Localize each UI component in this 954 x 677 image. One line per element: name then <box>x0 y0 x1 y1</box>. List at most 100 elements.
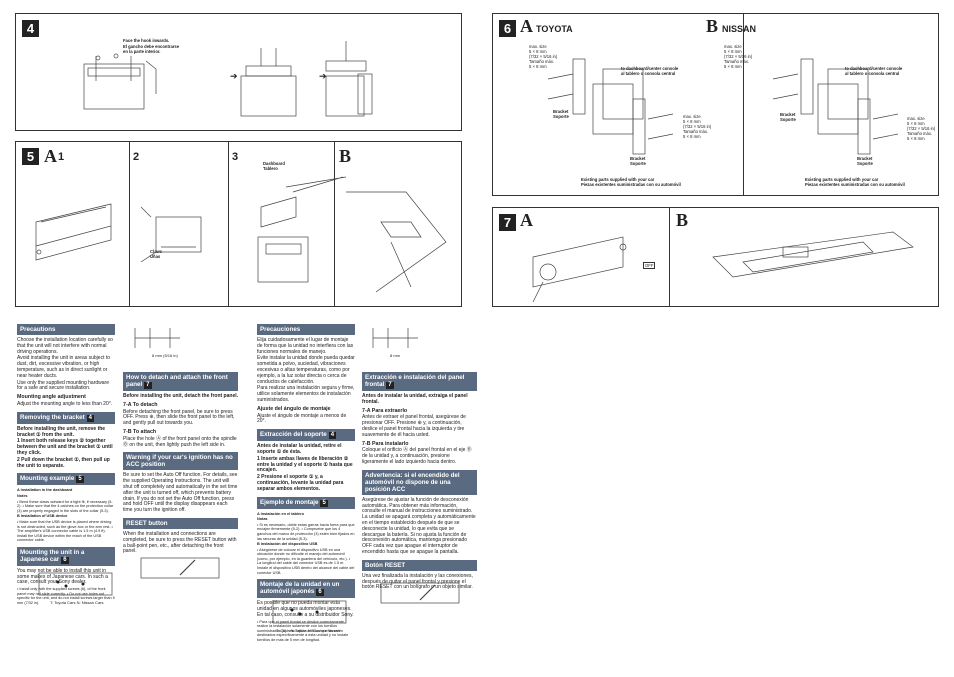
arrow-2: ➔ <box>319 71 327 81</box>
step4-number: 4 <box>22 20 39 37</box>
install-dash-notes-es: • Si es necesario, doble estas garras ha… <box>257 522 355 541</box>
nissan-bracket2-es: Soporte <box>857 161 873 166</box>
japanese-notes: • Install only with the supplied screws … <box>17 587 115 606</box>
dashboard-label: Dashboard <box>263 161 285 166</box>
acc-header: Warning if your car's ignition has no AC… <box>123 452 238 471</box>
spanish-column-1: Precauciones Elija cuidadosamente el lug… <box>257 320 355 644</box>
step6-a-letter: A <box>520 16 533 36</box>
detach-text: Before detaching the front panel, be sur… <box>123 408 235 427</box>
attach-text: Place the hole Ⓐ of the front panel onto… <box>123 435 237 448</box>
cars-legend-en: T: Toyota Cars N: Nissan Cars <box>50 600 104 605</box>
bracket-removal-illustration <box>83 41 373 117</box>
dim-small-en: 8 mm (5/16 in) <box>152 353 178 358</box>
step5-sub2: 2 <box>133 151 140 163</box>
reset-header-es: Botón RESET <box>362 559 477 571</box>
removing-step-es: 1 Inserte ambas llaves de liberación ② e… <box>257 455 353 474</box>
reset-text: When the installation and connections ar… <box>123 530 237 555</box>
hook-note-en: Face the hook inwards. <box>123 38 170 43</box>
nissan-existing-es: Piezas existentes suministradas con su a… <box>805 182 905 187</box>
spanish-cars-diagram <box>272 600 347 624</box>
removing-step: 2 Pull down the bracket ①, then pull up … <box>17 456 110 469</box>
detach-text-es: Antes de extraer el panel frontal, asegú… <box>362 414 466 438</box>
angle-heading-es: Ajuste del ángulo de montaje <box>257 405 331 412</box>
step5-sub3: 3 <box>232 151 239 163</box>
unas-label: Uñas <box>150 254 161 259</box>
detach-header: How to detach and attach the front panel… <box>123 372 238 391</box>
install-dash-es: A Instalación en el tablero <box>257 511 304 516</box>
install-usb-notes-es: • Asegúrese de colocar el dispositivo US… <box>257 547 355 575</box>
notes-label: Notes <box>17 493 28 498</box>
step4-panel: 4 Face the hook inwards. El gancho debe … <box>15 13 462 131</box>
detach-sub: 7-A To detach <box>123 401 158 408</box>
acc-header-es: Advertencia: si el encendido del automóv… <box>362 469 477 495</box>
step7-a-letter: A <box>520 210 533 230</box>
japanese-notes-es: • Para que el panel frontal se deslice c… <box>257 619 349 643</box>
nissan-bracket2-en: Bracket <box>857 156 873 161</box>
toyota-bracket2-en: Bracket <box>630 156 646 161</box>
notes-label-es: Notas <box>257 517 268 522</box>
toyota-existing-es: Piezas existentes suministradas con su a… <box>581 182 681 187</box>
attach-sub: 7-B To attach <box>123 428 157 435</box>
toyota-dash-es: al tablero o consola central <box>621 71 676 76</box>
reset-illustration-en <box>140 557 220 579</box>
precaution-item: Avoid installing the unit in areas subje… <box>17 355 111 379</box>
tablero-label: Tablero <box>263 166 278 171</box>
japanese-text-es: Es posible que no pueda montar esta unid… <box>257 600 354 618</box>
reset-header: RESET button <box>123 517 238 529</box>
removing-intro: Before installing the unit, remove the b… <box>17 425 106 438</box>
step5-panel: 5 A 1 2 3 B Dashboard Tablero Claws Uñas <box>15 141 462 307</box>
spanish-column-2: Extracción e instalación del panel front… <box>362 368 477 592</box>
step6-b-letter: B <box>706 16 719 36</box>
toyota-existing-en: Existing parts supplied with your car <box>581 177 655 182</box>
precaution-item-es: Elija cuidadosamente el lugar de montaje… <box>257 337 354 355</box>
front-panel-illustration <box>532 231 914 302</box>
toyota-bracket2-es: Soporte <box>630 161 646 166</box>
english-column-1: Precautions Choose the installation loca… <box>17 320 115 607</box>
dashboard-mounting-illustration <box>35 176 447 293</box>
attach-text-es: Coloque el orificio Ⓐ del panel frontal … <box>362 447 472 465</box>
angle-diagram-en <box>134 328 180 348</box>
step7-b-letter: B <box>676 210 689 230</box>
english-column-2: How to detach and attach the front panel… <box>123 368 238 556</box>
reset-text-es: Una vez finalizada la instalación y las … <box>362 572 473 591</box>
step5-number: 5 <box>22 148 39 165</box>
angle-text: Adjust the mounting angle to less than 2… <box>17 400 113 407</box>
toyota-label: TOYOTA <box>536 24 573 34</box>
install-usb-es: B Instalación del dispositivo USB <box>257 542 318 547</box>
precautions-header: Precautions <box>17 324 115 335</box>
step5-a-letter: A <box>44 146 57 166</box>
install-usb-notes: • Make sure that the USB device is place… <box>17 519 113 543</box>
precaution-item-es: Evite instalar la unidad donde pueda que… <box>257 355 355 385</box>
nissan-existing-en: Existing parts supplied with your car <box>805 177 879 182</box>
detach-intro: Before installing the unit, detach the f… <box>123 393 239 399</box>
off-button-label: OFF <box>643 262 656 269</box>
step7-number: 7 <box>499 214 516 231</box>
install-dash: A Installation in the dashboard <box>17 488 73 493</box>
japanese-car-bracket-illustration <box>547 58 899 155</box>
nissan-dash-en: to dashboard/center console <box>845 66 903 71</box>
hook-note-es1: El gancho debe encontrarse <box>123 44 180 49</box>
step5-b-letter: B <box>339 146 352 166</box>
step5-a-sub: 1 <box>58 151 65 163</box>
detach-sub-es: 7-A Para extraerlo <box>362 407 408 414</box>
nissan-bracket-es: Soporte <box>780 117 796 122</box>
japanese-text: You may not be able to install this unit… <box>17 567 108 586</box>
detach-header-es: Extracción e instalación del panel front… <box>362 372 477 391</box>
reset-illustration-es <box>380 582 460 604</box>
toyota-bracket-es: Soporte <box>553 114 569 119</box>
removing-step-es: 2 Presione el soporte ① y, a continuació… <box>257 474 344 492</box>
dim-small-es: 8 mm <box>390 353 400 358</box>
angle-diagram-es <box>372 328 418 348</box>
precaution-item: Choose the installation location careful… <box>17 337 113 355</box>
cars-legend-es: T: Coches Toyota N: Coches Nissan <box>276 628 340 633</box>
step7-panel: 7 A B OFF <box>492 207 939 307</box>
